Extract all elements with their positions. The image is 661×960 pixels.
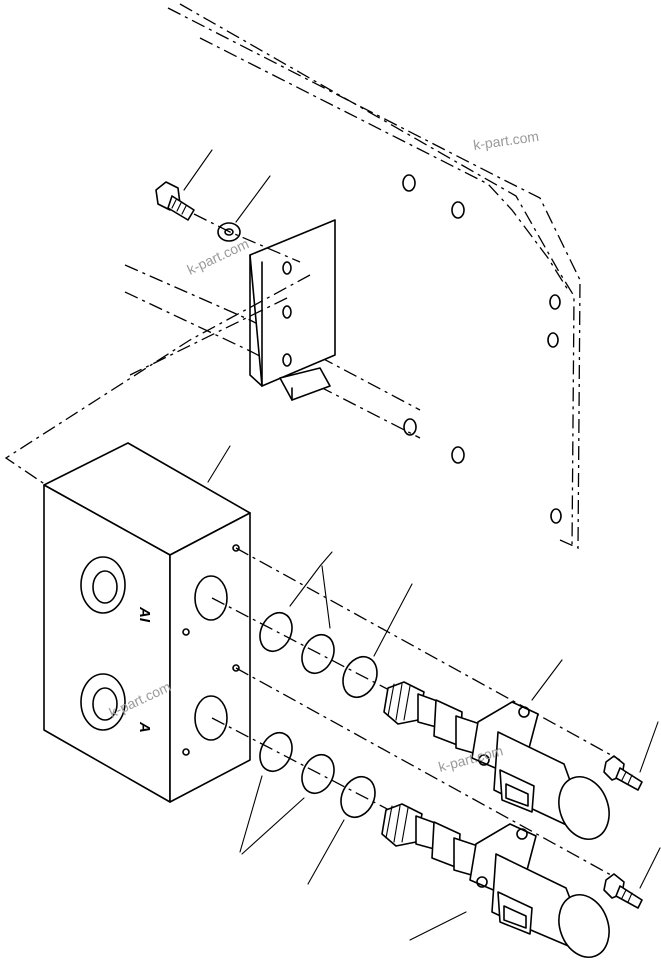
leader-line (307, 819, 345, 885)
leader-line (639, 847, 661, 889)
cap-screw-upper (603, 755, 643, 791)
cap-screw-lower (603, 873, 643, 909)
mounting-bracket (249, 219, 336, 401)
leader-line (183, 149, 213, 191)
leader-line (289, 551, 333, 607)
port-hole-ai (80, 556, 126, 614)
leader-line (235, 175, 271, 223)
hex-bolt-top (155, 181, 195, 221)
watermark-bracket: k-part.com (185, 235, 252, 277)
leader-line (409, 911, 467, 941)
leader-line (531, 659, 563, 701)
solenoid-valve-lower (381, 803, 610, 958)
valve-block: AI A (43, 442, 251, 803)
leader-line (639, 721, 659, 773)
leader-line (373, 583, 413, 657)
plate-holes (402, 174, 562, 524)
leader-line (239, 775, 263, 853)
solenoid-valve-upper (383, 681, 610, 840)
port-label-ai: AI (136, 606, 153, 623)
leader-line (241, 797, 305, 855)
leader-line (321, 565, 331, 629)
leader-line (207, 445, 231, 483)
watermark-top-right: k-part.com (472, 128, 540, 153)
port-label-a: A (136, 721, 153, 733)
o-rings-upper (259, 611, 378, 698)
port-hole-a (80, 673, 126, 731)
o-rings-lower (259, 731, 376, 818)
